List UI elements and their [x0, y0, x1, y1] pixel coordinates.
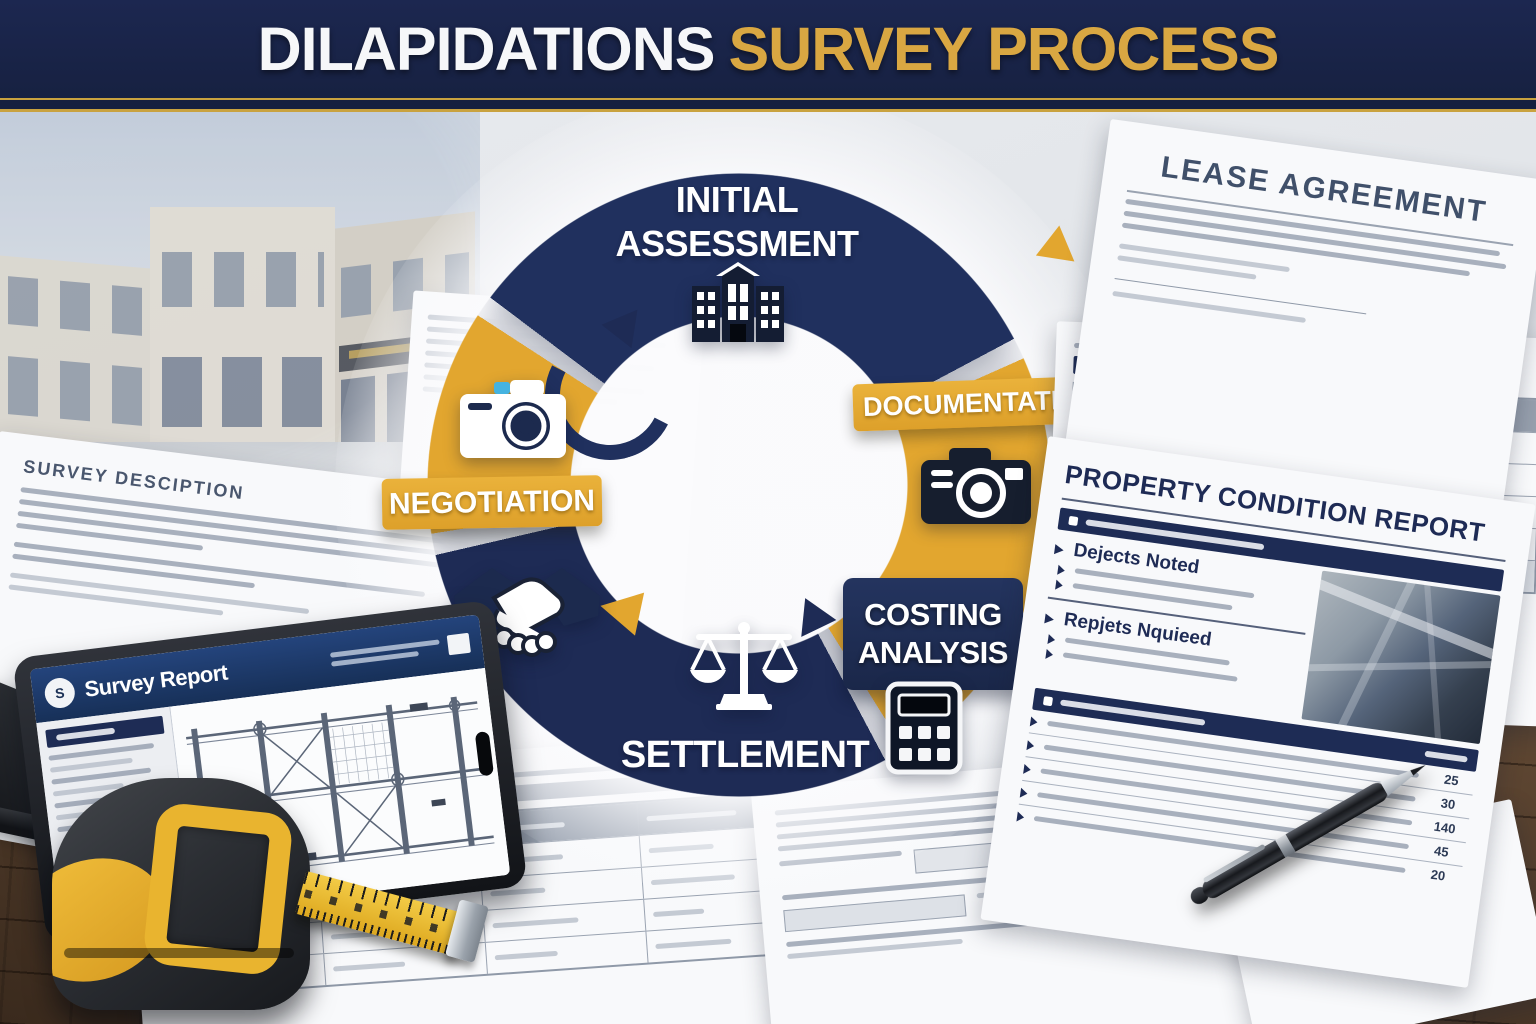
section-icon [1068, 515, 1079, 526]
camera-white-icon [456, 376, 570, 471]
building-front-face [150, 207, 335, 452]
calculator-icon [884, 680, 964, 781]
scales-icon [682, 616, 806, 721]
tape-measure-seam [64, 948, 294, 958]
camera-dark-icon [915, 440, 1037, 535]
building-icon [686, 262, 790, 351]
section-icon [1042, 695, 1054, 706]
stage-label-negotiation: NEGOTIATION [381, 475, 603, 530]
stage-label-initial-assessment: INITIAL ASSESSMENT [615, 179, 859, 264]
defect-photo [1301, 570, 1501, 745]
survey-app-logo: S [43, 676, 77, 710]
header-meta-text [329, 635, 441, 670]
building-left-wing [0, 255, 150, 454]
gold-divider [0, 98, 1536, 112]
title-primary: DILAPIDATIONS [257, 15, 716, 83]
property-condition-report-document: PROPERTY CONDITION REPORT Dejects Noted … [980, 436, 1536, 988]
stage-label-costing-analysis: COSTING ANALYSIS [843, 578, 1023, 690]
form-input-box [783, 894, 967, 933]
tape-measure-body [52, 778, 310, 1010]
title-accent: SURVEY PROCESS [728, 15, 1280, 83]
header-notification-tile [446, 632, 471, 656]
stage-label-settlement: SETTLEMENT [620, 734, 870, 776]
